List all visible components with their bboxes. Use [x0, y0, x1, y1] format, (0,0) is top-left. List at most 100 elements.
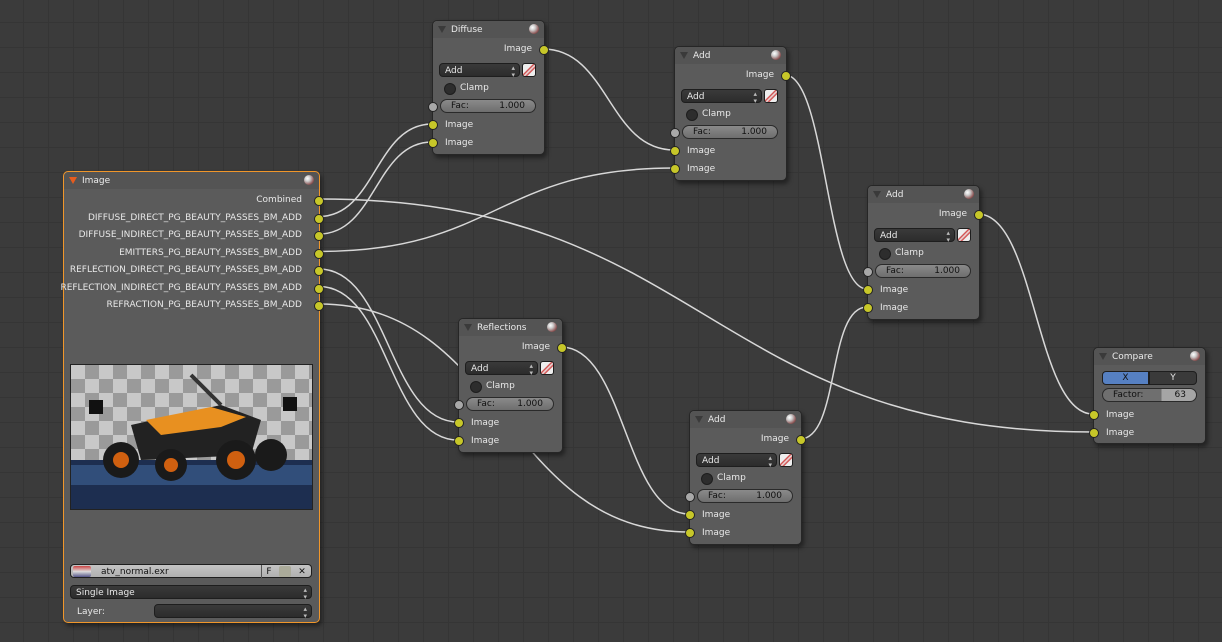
- fac-value: 1.000: [517, 399, 543, 409]
- clamp-checkbox[interactable]: [444, 83, 456, 95]
- fac-socket[interactable]: [670, 128, 680, 138]
- blend-mode-dropdown[interactable]: Add ▴▾: [681, 89, 762, 105]
- fake-user-button[interactable]: F: [261, 565, 276, 579]
- add2-mix-node[interactable]: Add Image Add ▴▾ Clamp Fac: 1.000 Image …: [863, 185, 984, 320]
- collapse-triangle-icon[interactable]: [438, 26, 446, 33]
- updown-arrows-icon: ▴▾: [946, 229, 950, 244]
- layer-dropdown[interactable]: ▴▾: [154, 604, 312, 620]
- output-socket[interactable]: [314, 283, 324, 294]
- input-label: Image: [1106, 410, 1135, 420]
- use-alpha-icon[interactable]: [764, 89, 778, 103]
- clamp-checkbox[interactable]: [470, 381, 482, 393]
- output-socket[interactable]: [796, 435, 806, 445]
- input-socket[interactable]: [670, 146, 680, 156]
- node-title: Compare: [1112, 351, 1153, 362]
- preview-sphere-icon[interactable]: [771, 50, 781, 60]
- use-alpha-icon[interactable]: [540, 361, 554, 375]
- fac-socket[interactable]: [685, 492, 695, 502]
- output-label: Image: [938, 209, 967, 219]
- preview-sphere-icon[interactable]: [304, 175, 314, 185]
- preview-sphere-icon[interactable]: [964, 189, 974, 199]
- node-header[interactable]: Add: [675, 47, 786, 64]
- factor-slider[interactable]: Factor: 63: [1102, 388, 1197, 402]
- output-socket[interactable]: [539, 45, 549, 55]
- fac-socket[interactable]: [454, 400, 464, 410]
- node-header[interactable]: Add: [690, 411, 801, 428]
- output-socket[interactable]: [314, 213, 324, 224]
- output-label: Image: [760, 434, 789, 444]
- collapse-triangle-icon[interactable]: [873, 191, 881, 198]
- fac-slider[interactable]: Fac: 1.000: [440, 99, 536, 113]
- input-socket[interactable]: [1089, 428, 1099, 438]
- output-socket[interactable]: [781, 71, 791, 81]
- collapse-triangle-icon[interactable]: [464, 324, 472, 331]
- node-header[interactable]: Diffuse: [433, 21, 544, 38]
- fac-slider[interactable]: Fac: 1.000: [682, 125, 778, 139]
- image-node[interactable]: Image Combined DIFFUSE_DIRECT_PG_BEAUTY_…: [60, 171, 324, 623]
- collapse-triangle-icon[interactable]: [680, 52, 688, 59]
- compare-node[interactable]: Compare X Y Factor: 63 Image Image: [1089, 347, 1206, 444]
- node-header[interactable]: Compare: [1094, 348, 1205, 365]
- node-link: [318, 285, 459, 441]
- fac-slider[interactable]: Fac: 1.000: [466, 397, 554, 411]
- preview-sphere-icon[interactable]: [786, 414, 796, 424]
- output-socket[interactable]: [314, 301, 324, 311]
- clamp-checkbox[interactable]: [701, 473, 713, 485]
- preview-sphere-icon[interactable]: [1190, 351, 1200, 361]
- reflections-mix-node[interactable]: Reflections Image Add ▴▾ Clamp Fac: 1.00…: [454, 318, 567, 453]
- diffuse-mix-node[interactable]: Diffuse Image Add ▴▾ Clamp Fac: 1.000 Im…: [428, 20, 549, 155]
- fac-socket[interactable]: [863, 267, 873, 277]
- output-socket[interactable]: [314, 231, 324, 241]
- output-label: DIFFUSE_INDIRECT_PG_BEAUTY_PASSES_BM_ADD: [78, 230, 302, 240]
- axis-y-button[interactable]: Y: [1149, 371, 1197, 385]
- image-filename[interactable]: atv_normal.exr: [101, 567, 169, 577]
- clamp-checkbox[interactable]: [879, 248, 891, 260]
- output-socket[interactable]: [314, 248, 324, 259]
- blend-mode-dropdown[interactable]: Add ▴▾: [465, 361, 538, 377]
- input-socket[interactable]: [863, 285, 873, 295]
- preview-sphere-icon[interactable]: [529, 24, 539, 34]
- pack-image-icon[interactable]: [279, 566, 291, 577]
- input-socket[interactable]: [685, 510, 695, 520]
- input-socket[interactable]: [1089, 410, 1099, 420]
- input-socket[interactable]: [428, 138, 438, 148]
- image-file-selector[interactable]: atv_normal.exr F ✕: [70, 564, 312, 579]
- input-socket[interactable]: [454, 436, 464, 446]
- fac-slider[interactable]: Fac: 1.000: [875, 264, 971, 278]
- blend-mode-dropdown[interactable]: Add ▴▾: [874, 228, 955, 244]
- factor-label: Factor:: [1113, 390, 1144, 400]
- clamp-label: Clamp: [702, 109, 731, 119]
- input-socket[interactable]: [454, 418, 464, 428]
- collapse-triangle-icon[interactable]: [695, 416, 703, 423]
- use-alpha-icon[interactable]: [957, 228, 971, 242]
- blend-mode-dropdown[interactable]: Add ▴▾: [439, 63, 520, 79]
- use-alpha-icon[interactable]: [522, 63, 536, 77]
- unlink-image-icon[interactable]: ✕: [298, 567, 306, 577]
- output-socket[interactable]: [314, 196, 324, 206]
- node-header[interactable]: Reflections: [459, 319, 562, 336]
- output-socket[interactable]: [974, 210, 984, 220]
- image-source-dropdown[interactable]: Single Image ▴▾: [70, 585, 312, 601]
- preview-sphere-icon[interactable]: [547, 322, 557, 332]
- collapse-triangle-icon[interactable]: [1099, 353, 1107, 360]
- axis-x-button[interactable]: X: [1102, 371, 1149, 385]
- node-header[interactable]: Add: [868, 186, 979, 203]
- clamp-checkbox[interactable]: [686, 109, 698, 121]
- add1-mix-node[interactable]: Add Image Add ▴▾ Clamp Fac: 1.000 Image …: [670, 46, 791, 181]
- input-socket[interactable]: [428, 120, 438, 130]
- blend-mode-value: Add: [687, 92, 705, 102]
- fac-socket[interactable]: [428, 102, 438, 112]
- node-header[interactable]: Image: [64, 172, 319, 189]
- use-alpha-icon[interactable]: [779, 453, 793, 467]
- image-browse-icon[interactable]: [73, 566, 91, 577]
- output-socket[interactable]: [557, 343, 567, 353]
- input-socket[interactable]: [670, 164, 680, 174]
- input-socket[interactable]: [863, 303, 873, 313]
- updown-arrows-icon: ▴▾: [768, 454, 772, 469]
- output-socket[interactable]: [314, 266, 324, 276]
- collapse-triangle-icon[interactable]: [69, 177, 77, 184]
- fac-slider[interactable]: Fac: 1.000: [697, 489, 793, 503]
- input-socket[interactable]: [685, 528, 695, 538]
- blend-mode-dropdown[interactable]: Add ▴▾: [696, 453, 777, 469]
- add3-mix-node[interactable]: Add Image Add ▴▾ Clamp Fac: 1.000 Image …: [685, 410, 806, 545]
